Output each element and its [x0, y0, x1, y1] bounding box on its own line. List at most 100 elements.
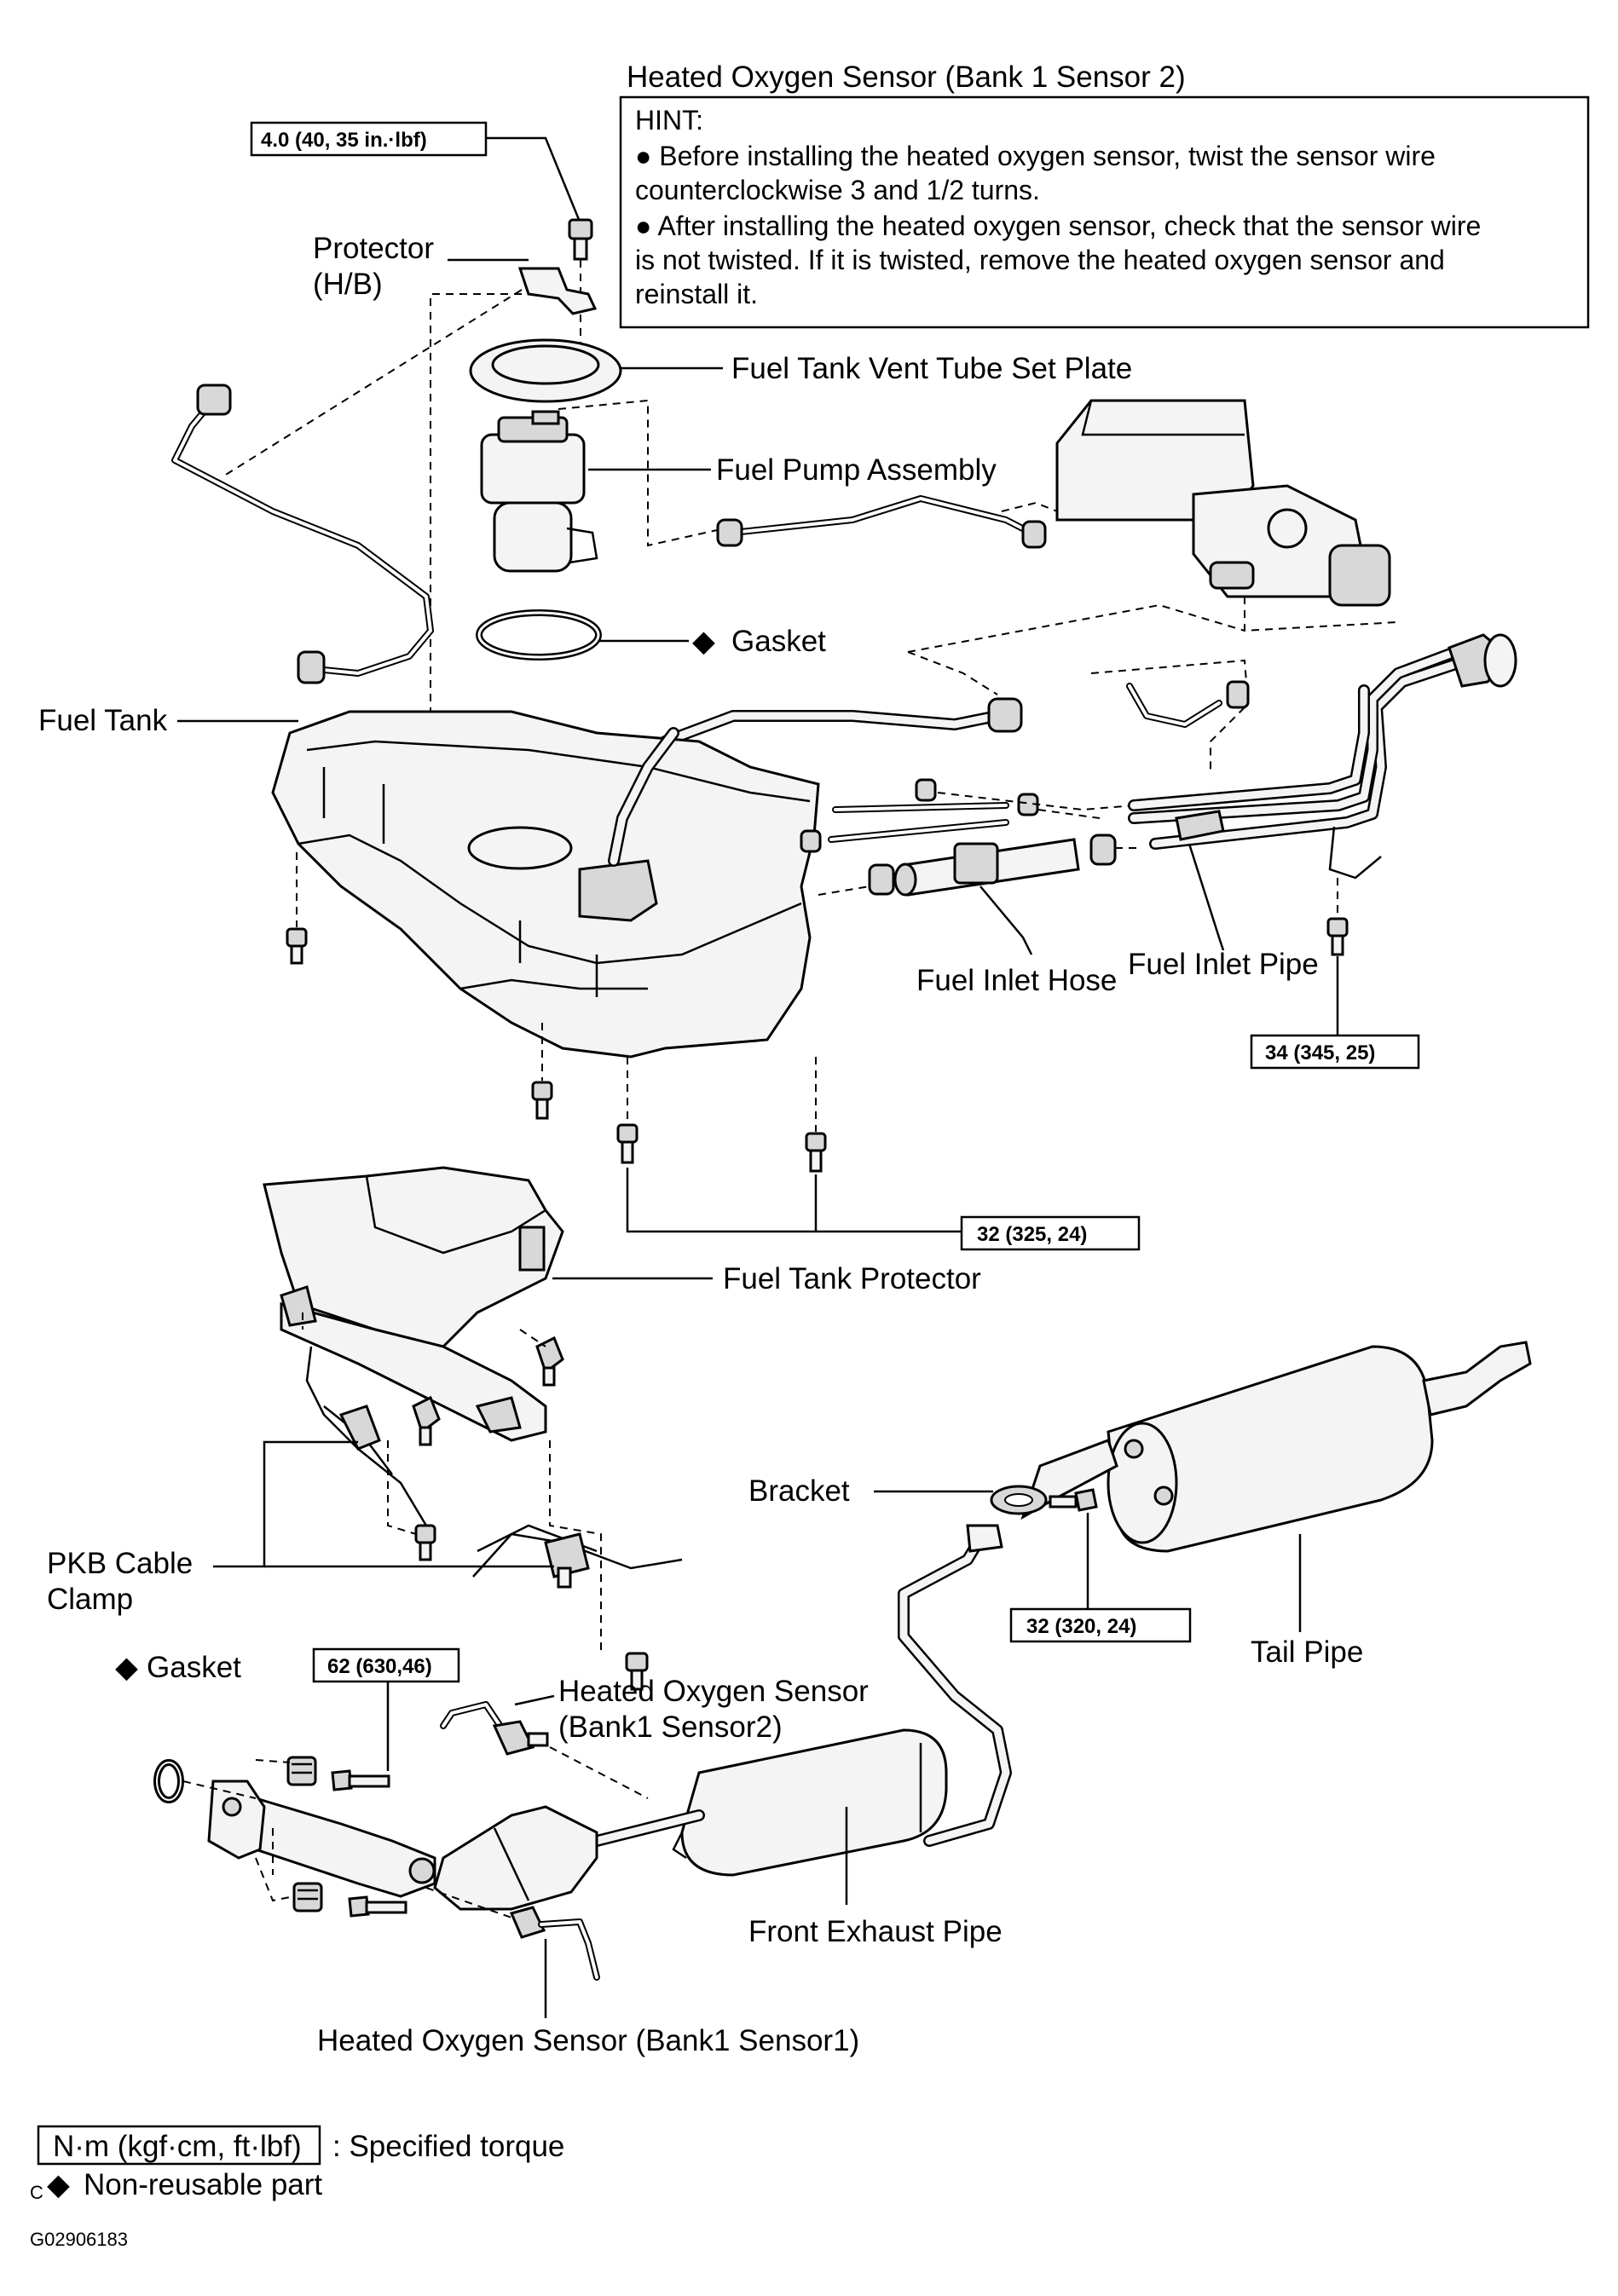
- tank-bolt-center: [531, 1081, 553, 1120]
- pump-gasket: [476, 609, 602, 661]
- leader-pkb-a: [213, 1440, 358, 1568]
- fuel-inlet-pipe: [1128, 633, 1517, 880]
- legend-corner-mark: C: [30, 2182, 43, 2203]
- vent-tube: [716, 495, 1047, 549]
- heated-o2-sensor-b1s1: [509, 1906, 600, 1981]
- torque-box-inlet-pipe: [1250, 1034, 1420, 1070]
- dashed-canister-vent: [1001, 501, 1058, 512]
- breather-hose-lower: [800, 819, 1009, 853]
- dashed-canister-hose-to-tank: [907, 651, 998, 695]
- dashed-protector-wire: [221, 289, 523, 478]
- legend-nonreusable-desc: Non-reusable part: [84, 2168, 322, 2201]
- legend-nonreusable-mark: ◆: [47, 2168, 70, 2201]
- figure-id: G02906183: [30, 2229, 128, 2250]
- leader-inlet-pipe: [1187, 843, 1225, 951]
- vent-tube-set-plate-label: Fuel Tank Vent Tube Set Plate: [731, 352, 1132, 385]
- dashed-pump-vent: [558, 399, 725, 547]
- dashed-o2-b1s1: [425, 1887, 512, 1918]
- fuel-pump-assembly-label: Fuel Pump Assembly: [716, 453, 997, 487]
- torque-tail-pipe-bolt: 32 (320, 24): [1026, 1615, 1136, 1638]
- hint-line-4: is not twisted. If it is twisted, remove…: [635, 245, 1445, 275]
- hint-line-1: ● Before installing the heated oxygen se…: [635, 141, 1436, 171]
- dashed-breather-lower: [1037, 809, 1101, 819]
- gasket-bottom-label: Gasket: [147, 1651, 241, 1684]
- protector-clip-bolt: [414, 1524, 436, 1561]
- legend-torque-unit: N·m (kgf·cm, ft·lbf): [53, 2130, 302, 2163]
- fuel-tank-protector: [263, 1166, 564, 1442]
- manifold-spring-lower: [292, 1882, 323, 1912]
- fuel-pump-assembly: [480, 410, 598, 573]
- heated-o2-b1s2-label-line2: (Bank1 Sensor2): [558, 1710, 783, 1744]
- torque-box-tank: [960, 1215, 1141, 1251]
- vent-tube-set-plate: [469, 338, 622, 403]
- bracket-label: Bracket: [748, 1474, 850, 1508]
- tail-pipe-label: Tail Pipe: [1251, 1635, 1363, 1669]
- tank-bolt-front-right: [805, 1132, 827, 1173]
- fuel-tank-protector-label: Fuel Tank Protector: [723, 1262, 981, 1295]
- legend-torque-box: [37, 2125, 321, 2166]
- torque-box-tail-pipe: [1009, 1607, 1192, 1643]
- tank-filler-neck: [608, 727, 679, 867]
- inlet-hose-clamp-left: [868, 863, 895, 896]
- exhaust-bracket: [990, 1485, 1048, 1515]
- fuel-tank: [271, 710, 820, 1059]
- exhaust-gasket: [153, 1759, 184, 1803]
- tail-pipe-muffler: [1020, 1341, 1532, 1553]
- dashed-protector-b: [387, 1440, 417, 1535]
- charcoal-canister: [1055, 399, 1391, 607]
- fuel-inlet-hose: [893, 838, 1080, 897]
- dashed-gasket-to-pipe: [182, 1780, 257, 1799]
- dashed-breather-upper: [937, 792, 1135, 811]
- torque-box-protector: [250, 121, 488, 157]
- pkb-cable-right: [472, 1524, 683, 1589]
- sender-gauge-wire: [171, 384, 434, 684]
- protector-label-line1: Protector: [313, 232, 434, 265]
- manifold-spring-upper: [286, 1756, 317, 1786]
- dashed-protector-c: [549, 1440, 602, 1653]
- pkb-clamp-bolt: [625, 1652, 649, 1691]
- dashed-manifold-lower: [255, 1857, 295, 1902]
- gasket-top-label: Gasket: [731, 625, 826, 658]
- protector-clip-right: [535, 1335, 564, 1387]
- tank-bolt-left: [286, 927, 308, 965]
- dashed-canister-to-hose: [907, 603, 1245, 653]
- dashed-evap-hose: [1090, 659, 1247, 683]
- torque-box-manifold: [312, 1647, 460, 1683]
- heated-o2-b1s2-label-line1: Heated Oxygen Sensor: [558, 1675, 869, 1708]
- front-exhaust-pipe-label: Front Exhaust Pipe: [748, 1915, 1003, 1948]
- dashed-inlet-hose-tank: [818, 886, 870, 896]
- leader-protector-bolt: [486, 136, 581, 222]
- legend-torque-desc: : Specified torque: [332, 2130, 564, 2163]
- fuel-inlet-pipe-label: Fuel Inlet Pipe: [1128, 948, 1319, 981]
- torque-tank-bolts: 32 (325, 24): [977, 1223, 1087, 1246]
- torque-protector-bolt: 4.0 (40, 35 in.·lbf): [261, 129, 427, 152]
- manifold-bolt-upper: [331, 1769, 390, 1791]
- torque-manifold-nuts: 62 (630,46): [327, 1655, 432, 1678]
- pkb-cable-left: [305, 1346, 428, 1526]
- inlet-pipe-bolt: [1326, 917, 1349, 956]
- pkb-cable-clamp-label-line1: PKB Cable: [47, 1547, 193, 1580]
- tank-bolt-front-left: [616, 1123, 639, 1164]
- protector-label-line2: (H/B): [313, 268, 383, 301]
- heated-o2-sensor-b1s2-title: Heated Oxygen Sensor (Bank 1 Sensor 2): [627, 61, 1186, 94]
- dashed-manifold-upper: [255, 1759, 291, 1763]
- nonreusable-mark-gasket-top: ◆: [692, 625, 715, 658]
- protector-bolt: [568, 218, 593, 261]
- hint-line-3: ● After installing the heated oxygen sen…: [635, 211, 1481, 241]
- tail-pipe-bolt: [1049, 1488, 1098, 1512]
- dashed-evap-to-pipe: [1210, 707, 1245, 771]
- hint-line-2: counterclockwise 3 and 1/2 turns.: [635, 175, 1040, 205]
- leader-o2-b1s2: [514, 1694, 555, 1706]
- heated-o2-sensor-b1s2: [440, 1701, 549, 1756]
- dashed-protector-d: [519, 1329, 546, 1347]
- protector-clip-center: [412, 1395, 441, 1446]
- front-exhaust-pipe: [574, 1524, 1012, 1877]
- protector-hb: [517, 267, 598, 315]
- catalytic-converter: [207, 1780, 598, 1911]
- breather-hose-upper: [832, 778, 1039, 816]
- hint-line-5: reinstall it.: [635, 279, 758, 309]
- inlet-hose-clamp-right: [1089, 834, 1117, 866]
- torque-inlet-pipe-bolt: 34 (345, 25): [1265, 1041, 1375, 1064]
